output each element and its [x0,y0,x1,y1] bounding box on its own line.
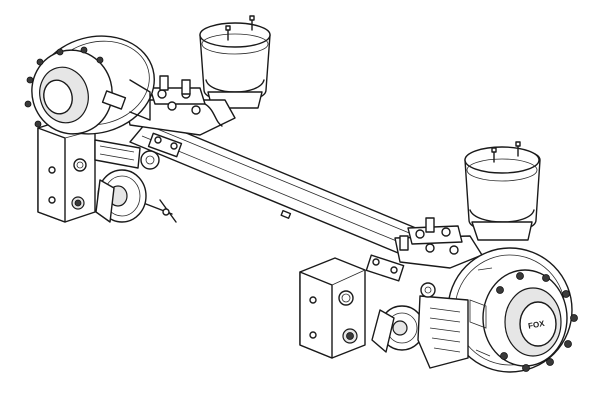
left-air-spring [199,15,271,109]
right-hanger-bracket [299,257,366,359]
right-axle-seat-bolts [365,254,405,282]
left-camshaft [94,139,160,170]
right-air-spring [464,141,541,241]
hub-logo: FOX [527,319,545,331]
right-suspension-seat [394,217,483,269]
left-brake-drum [24,35,155,135]
right-brake-drum: FOX [447,247,578,373]
right-brake-chamber [371,282,469,369]
left-brake-chamber [95,169,177,223]
axle-beam [129,117,441,263]
left-suspension-seat [124,75,236,136]
left-hanger-bracket [37,117,96,223]
left-axle-seat-bolts [147,132,183,158]
